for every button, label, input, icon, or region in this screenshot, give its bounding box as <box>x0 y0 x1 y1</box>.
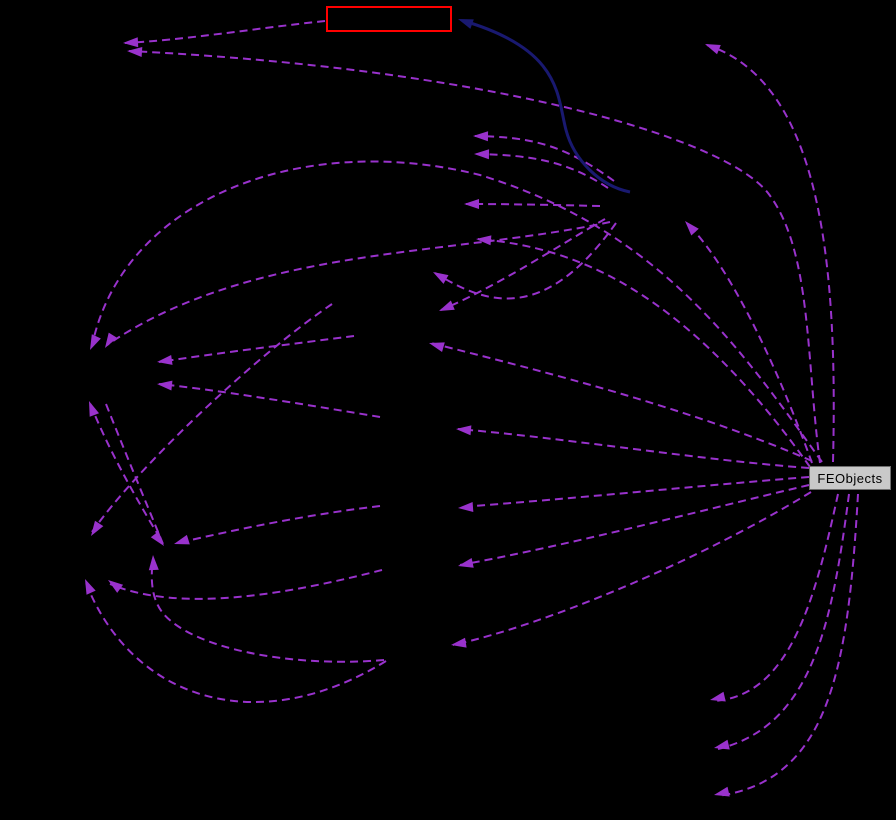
arrowhead-c4-to-leftmid-r1 <box>157 354 173 365</box>
edge-feobj-to-c4bot <box>430 342 813 462</box>
arrowhead-feobj-to-c3 <box>476 235 492 246</box>
arrowhead-c8-to-l3-bot <box>148 555 159 571</box>
arrowhead-c8-to-l2-bot1 <box>85 579 96 595</box>
arrowhead-feobj-to-c7 <box>458 557 474 568</box>
edge-feobj-hook-br3 <box>717 493 859 797</box>
edge-feobj-to-c6 <box>459 476 810 508</box>
arrowhead-c7-to-l2-bot2 <box>108 580 124 593</box>
edge-feobj-to-c8 <box>452 491 812 646</box>
arrowhead-center-to-l2-top <box>91 520 104 536</box>
edge-hub-to-leftmid-b <box>106 221 611 346</box>
arrowhead-feobj-to-c8 <box>451 637 467 648</box>
edge-c4-to-leftmid-r1 <box>158 335 355 363</box>
edge-hub-to-c2 <box>465 203 601 207</box>
arrowhead-hub-to-c1a <box>473 131 489 142</box>
arrowhead-c5-to-leftmid-r2 <box>157 380 173 391</box>
arrowhead-feobj-arc-topright <box>705 44 721 55</box>
arrowhead-hub-to-current-solid <box>458 19 474 29</box>
edge-l3-to-leftmid-bot <box>89 402 161 539</box>
arrowhead-feobj-to-c5 <box>456 425 472 436</box>
edge-c7-to-l2-bot2 <box>109 569 383 600</box>
edge-hub-to-c4top <box>434 222 617 300</box>
arrowhead-leftmid-to-l3 <box>150 531 164 546</box>
edge-feobj-to-c3 <box>477 238 811 468</box>
arrowhead-hub-to-c4top <box>433 272 449 284</box>
arrowhead-feobj-hook-br1 <box>710 691 726 702</box>
arrowhead-hub-to-c1b <box>474 149 490 160</box>
arrowhead-feobj-to-hub <box>685 221 699 236</box>
arrowhead-feobj-arc-leftmid-a <box>90 334 101 350</box>
edge-feobj-arc-topleft <box>128 50 821 464</box>
edge-hub-to-c4mid <box>440 218 606 311</box>
arrowhead-c6-to-l3-right <box>174 534 190 545</box>
feobjects-label: FEObjects <box>817 470 883 486</box>
arrowhead-hub-to-c2 <box>464 199 479 209</box>
current-file-node <box>326 6 452 32</box>
edge-feobj-to-c5 <box>457 428 810 469</box>
edge-hub-to-c1b <box>475 153 609 189</box>
arrowhead-redbox-to-topleft <box>123 37 139 48</box>
arrowhead-feobj-to-c6 <box>458 501 474 512</box>
edge-center-to-l2-top <box>91 303 333 533</box>
edge-hub-to-c1a <box>474 135 615 182</box>
edge-feobj-arc-leftmid-a <box>91 160 823 463</box>
edge-hub-to-current-solid <box>463 19 631 194</box>
arrowhead-feobj-arc-topleft <box>127 47 143 58</box>
arrowhead-hub-to-c4mid <box>439 300 455 311</box>
edge-feobj-arc-topright <box>706 44 835 463</box>
edge-c8-to-l3-bot <box>150 558 385 663</box>
edge-c6-to-l3-right <box>177 505 381 544</box>
arrowhead-feobj-hook-br2 <box>714 739 730 750</box>
arrowhead-feobj-to-c4bot <box>429 342 445 352</box>
edge-c5-to-leftmid-r2 <box>158 383 381 418</box>
arrowhead-hub-to-leftmid-b <box>105 332 118 348</box>
edge-feobj-hook-br1 <box>713 493 839 702</box>
edge-c8-to-l2-bot1 <box>85 582 387 703</box>
edge-leftmid-to-l3 <box>105 403 164 545</box>
edge-feobj-to-hub <box>686 222 813 464</box>
edge-redbox-to-topleft <box>124 20 326 44</box>
arrowhead-l3-to-leftmid-bot <box>89 401 100 417</box>
edge-feobj-hook-br2 <box>717 493 850 750</box>
edge-feobj-to-c7 <box>459 484 810 566</box>
arrowhead-feobj-hook-br3 <box>714 786 730 797</box>
node-feobjects[interactable]: FEObjects <box>809 466 891 490</box>
